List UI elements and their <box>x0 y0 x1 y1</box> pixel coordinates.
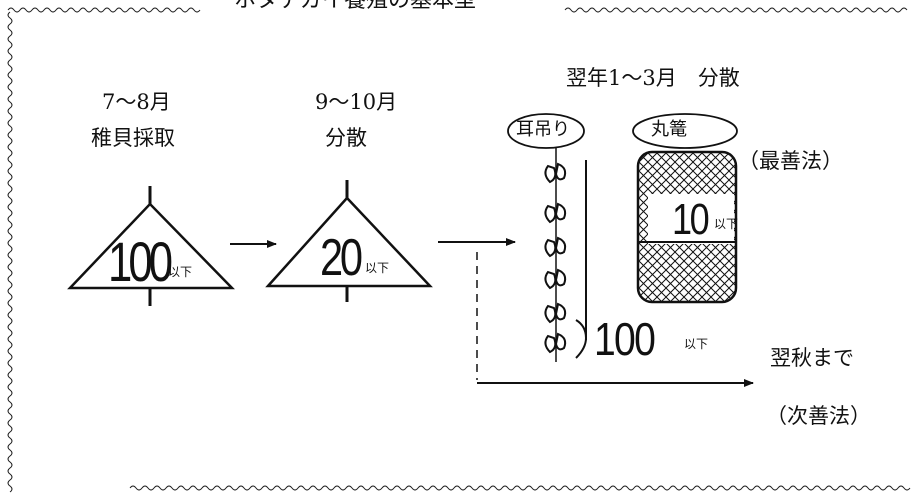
stage-2-unit: 以下 <box>365 261 390 275</box>
round-cage-note: （最善法） <box>738 149 843 173</box>
stage-1-unit: 以下 <box>168 265 193 279</box>
stage-1-count: 100 <box>108 230 173 293</box>
ear-hanging-bubble <box>507 113 585 149</box>
round-cage-label: 丸篭 <box>651 119 687 140</box>
border-left <box>7 11 13 493</box>
ear-hanging-label: 耳吊り <box>516 119 570 140</box>
round-cage-count: 10 <box>672 195 710 244</box>
round-cage-bubble <box>632 113 738 149</box>
border-bottom <box>129 485 911 491</box>
ear-hanging-rope <box>544 147 588 362</box>
stage-3-period: 翌年1～3月 分散 <box>566 66 740 90</box>
diagram-title: ホタテガイ養殖の基本型 <box>234 0 477 13</box>
net-triangle-1 <box>67 186 235 306</box>
stage-2-period: 9～10月 <box>315 90 398 114</box>
stage-2-count: 20 <box>320 229 363 287</box>
stage-2-label: 分散 <box>325 126 367 150</box>
round-cage-unit: 以下 <box>714 217 739 231</box>
alternative-note: （次善法） <box>766 404 871 428</box>
round-cage <box>636 150 738 304</box>
border-top-left <box>7 7 201 13</box>
alternative-label: 翌秋まで <box>770 346 854 370</box>
ear-hanging-unit: 以下 <box>684 337 709 351</box>
border-top-right <box>564 7 908 13</box>
ear-hanging-count: 100 <box>594 313 656 365</box>
stage-1-label: 稚貝採取 <box>91 126 175 150</box>
alternative-path <box>476 252 754 387</box>
stage-1-period: 7～8月 <box>102 90 171 114</box>
net-triangle-2 <box>265 180 433 302</box>
